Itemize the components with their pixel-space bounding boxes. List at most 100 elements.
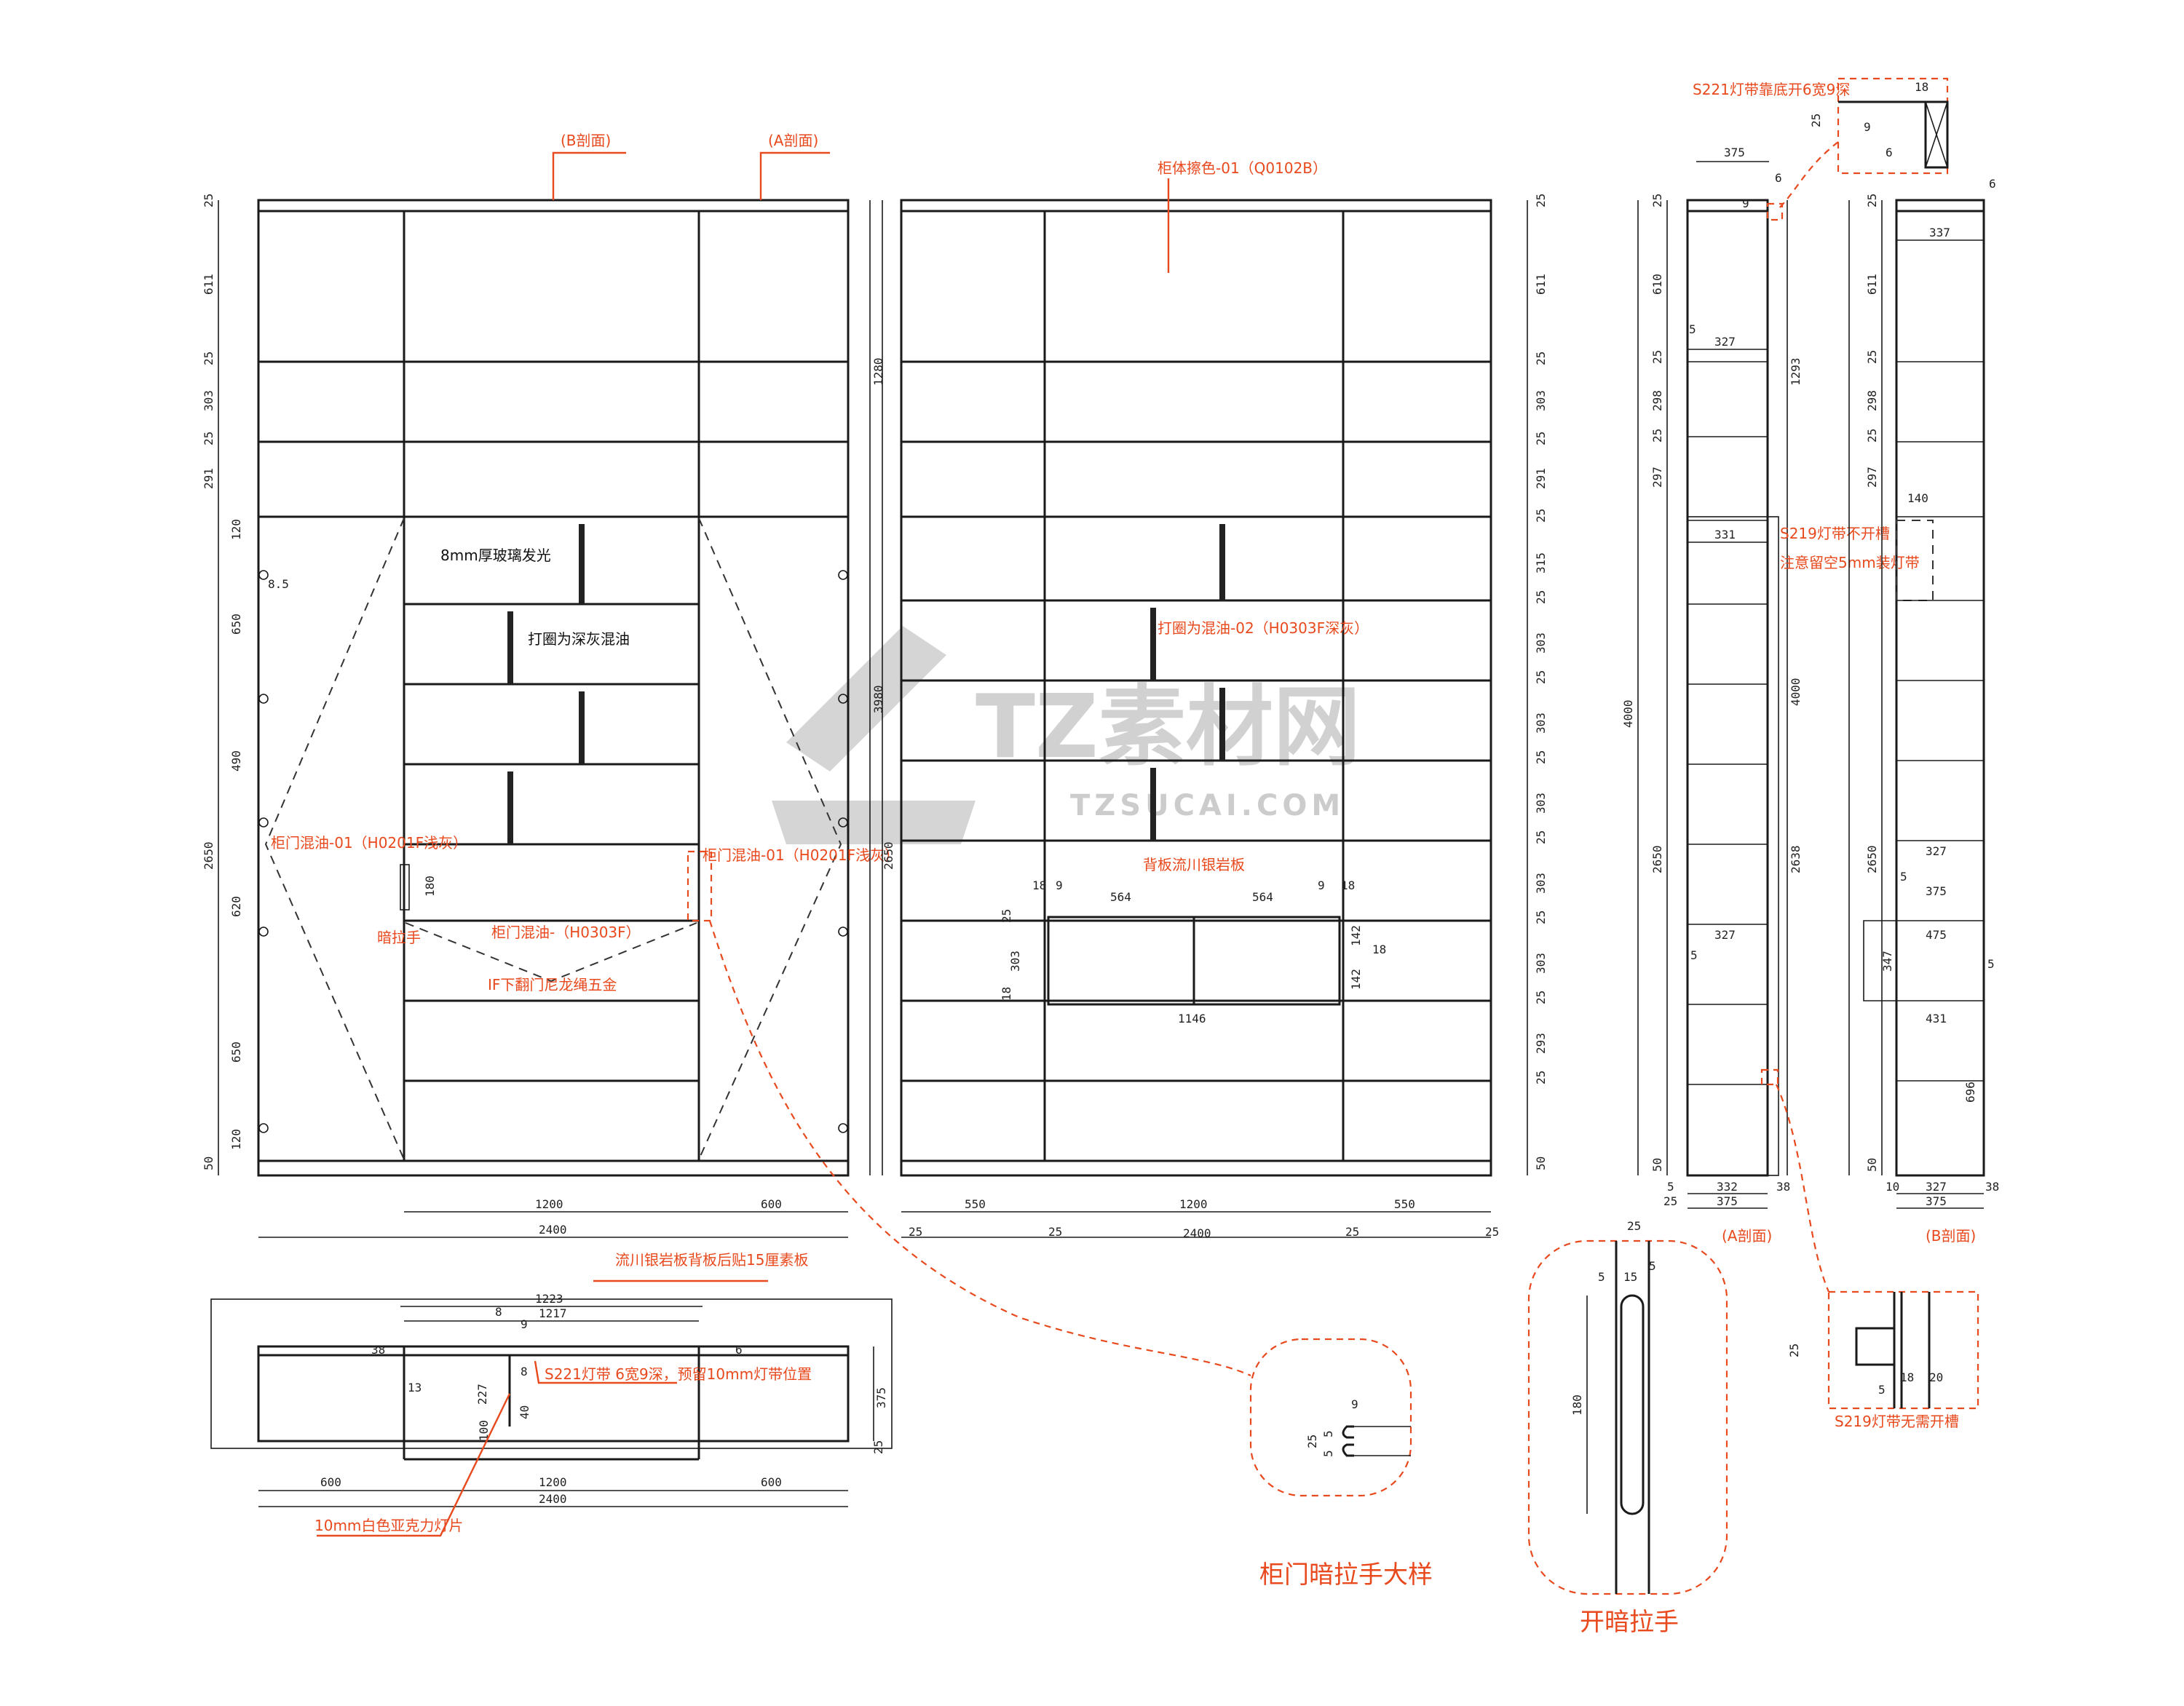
svg-text:25: 25	[1534, 830, 1548, 844]
plan-view: 1223 1217 8 9 38 13 6 227 100 8 40 375 2…	[210, 1251, 893, 1537]
watermark-brand: TZ素材网	[976, 677, 1361, 778]
svg-text:25: 25	[1865, 194, 1879, 207]
svg-text:610: 610	[1650, 274, 1664, 295]
svg-text:315: 315	[1534, 552, 1548, 574]
svg-text:550: 550	[1394, 1197, 1415, 1211]
svg-text:6: 6	[1775, 171, 1782, 185]
svg-text:2650: 2650	[1865, 845, 1879, 873]
svg-text:5: 5	[1321, 1430, 1335, 1437]
plan-acrylic-note: 10mm白色亚克力灯片	[314, 1517, 463, 1534]
svg-text:18: 18	[1341, 878, 1355, 892]
svg-text:9: 9	[521, 1317, 528, 1331]
svg-text:303: 303	[1534, 793, 1548, 814]
watermark-url: TZSUCAI.COM	[1070, 789, 1345, 822]
svg-text:15: 15	[1623, 1270, 1637, 1284]
svg-text:25: 25	[202, 352, 215, 365]
svg-text:564: 564	[1252, 890, 1273, 904]
svg-text:564: 564	[1110, 890, 1131, 904]
glass-note: 8mm厚玻璃发光	[440, 547, 551, 564]
svg-text:347: 347	[1880, 951, 1894, 972]
svg-text:142: 142	[1349, 969, 1363, 990]
svg-text:25: 25	[1534, 750, 1548, 764]
svg-text:327: 327	[1926, 844, 1947, 858]
front-left-dims: 25 611 25 303 25 291 120 650 490 620 650…	[202, 194, 885, 1237]
svg-text:40: 40	[518, 1405, 531, 1419]
detail-open-title: 开暗拉手	[1580, 1608, 1679, 1637]
detail-open-handle: 25 5 15 5 180 开暗拉手	[1527, 1219, 1728, 1637]
plan-back-note: 流川银岩板背板后贴15厘素板	[615, 1251, 808, 1269]
svg-text:1200: 1200	[539, 1475, 567, 1489]
svg-text:5: 5	[1667, 1180, 1674, 1194]
section-a: 375 4000 2650 50 25 610 25 298 25 297 32…	[1621, 146, 1920, 1245]
svg-text:120: 120	[229, 519, 243, 540]
svg-text:650: 650	[229, 1042, 243, 1063]
svg-text:18: 18	[1032, 878, 1046, 892]
svg-text:25: 25	[1534, 1071, 1548, 1084]
svg-text:303: 303	[1534, 873, 1548, 894]
svg-text:2650: 2650	[882, 841, 895, 870]
svg-text:18: 18	[1372, 943, 1386, 956]
svg-text:5: 5	[1690, 948, 1698, 962]
svg-text:375: 375	[1724, 146, 1745, 159]
svg-text:13: 13	[408, 1381, 422, 1394]
svg-text:20: 20	[1929, 1370, 1943, 1384]
svg-text:25: 25	[1534, 590, 1548, 604]
svg-text:293: 293	[1534, 1033, 1548, 1054]
svg-text:25: 25	[1534, 670, 1548, 684]
door-left-note: 柜门混油-01（H0201F浅灰）	[271, 834, 467, 852]
svg-text:2650: 2650	[1650, 845, 1664, 873]
svg-text:50: 50	[202, 1156, 215, 1170]
svg-text:600: 600	[761, 1197, 782, 1211]
svg-text:291: 291	[1534, 468, 1548, 489]
svg-text:298: 298	[1650, 390, 1664, 411]
svg-text:332: 332	[1717, 1180, 1738, 1194]
svg-text:611: 611	[1534, 274, 1548, 295]
svg-text:9: 9	[1318, 878, 1325, 892]
svg-text:291: 291	[202, 468, 215, 489]
svg-text:490: 490	[229, 750, 243, 771]
svg-text:297: 297	[1865, 467, 1879, 488]
svg-text:303: 303	[202, 390, 215, 411]
svg-text:5: 5	[1321, 1450, 1335, 1457]
svg-text:50: 50	[1865, 1158, 1879, 1172]
section-b-label: (B剖面)	[1926, 1227, 1976, 1245]
svg-text:142: 142	[1349, 925, 1363, 946]
svg-text:600: 600	[320, 1475, 341, 1489]
svg-text:25: 25	[1345, 1225, 1359, 1239]
svg-text:1217: 1217	[539, 1306, 567, 1320]
svg-text:1146: 1146	[1178, 1012, 1206, 1025]
svg-text:25: 25	[871, 1440, 885, 1454]
svg-text:337: 337	[1929, 226, 1950, 239]
svg-text:38: 38	[1776, 1180, 1790, 1194]
svg-text:100: 100	[477, 1420, 491, 1441]
svg-text:303: 303	[1008, 951, 1022, 972]
svg-text:298: 298	[1865, 390, 1879, 411]
svg-text:140: 140	[1907, 491, 1928, 505]
svg-text:9: 9	[1351, 1397, 1358, 1411]
svg-text:327: 327	[1926, 1180, 1947, 1194]
svg-text:8.5: 8.5	[268, 577, 289, 591]
flap-note: IF下翻门尼龙绳五金	[488, 976, 617, 993]
svg-text:5: 5	[1689, 322, 1696, 336]
inner-right-dims: 25 611 25 303 25 291 25 315 25 303 25 30…	[882, 194, 1548, 1240]
svg-text:25: 25	[1048, 1225, 1062, 1239]
svg-text:18: 18	[1915, 80, 1928, 94]
detail-strip-top: S221灯带靠底开6宽9深 18 25 9 6	[1693, 77, 1949, 212]
svg-text:303: 303	[1534, 713, 1548, 734]
svg-text:25: 25	[1627, 1219, 1641, 1233]
svg-text:25: 25	[1534, 432, 1548, 445]
svg-text:25: 25	[1534, 352, 1548, 365]
svg-text:696: 696	[1963, 1082, 1977, 1103]
section-a-label: (A剖面)	[1722, 1227, 1772, 1245]
svg-text:25: 25	[1000, 909, 1013, 923]
leave-gap-note: 注意留空5mm装灯带	[1780, 554, 1920, 571]
b-section-marker: (B剖面)	[561, 132, 611, 149]
svg-text:180: 180	[423, 876, 437, 897]
svg-text:2400: 2400	[1183, 1226, 1211, 1240]
color-note: 柜体擦色-01（Q0102B）	[1158, 159, 1327, 177]
svg-text:120: 120	[229, 1129, 243, 1150]
svg-text:25: 25	[1650, 350, 1664, 364]
inner-elevation: 柜体擦色-01（Q0102B） 打圈为混油-02（H0303F深灰） 背板流川银…	[882, 159, 1548, 1240]
svg-text:38: 38	[371, 1343, 385, 1357]
detail-top-note: S221灯带靠底开6宽9深	[1693, 81, 1850, 98]
